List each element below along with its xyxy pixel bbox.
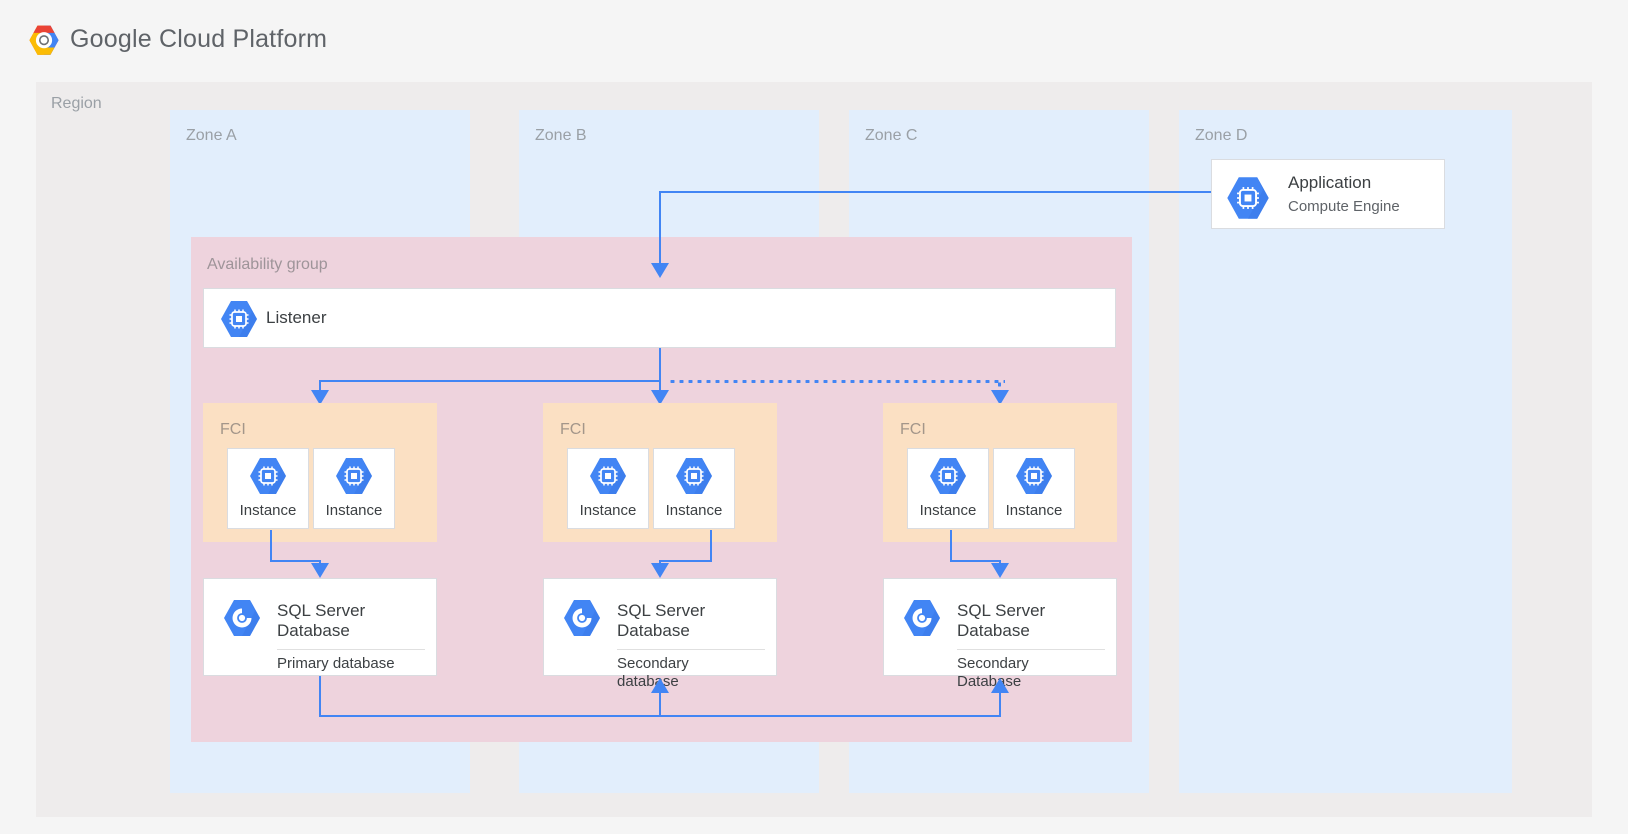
connector-fci-a-to-db-a-horizontal — [270, 560, 321, 562]
connector-listener-to-fci-c-dotted-vertical — [998, 380, 1001, 394]
instance-a1-label: Instance — [239, 502, 297, 519]
connector-db-b-up-vertical — [659, 692, 661, 717]
database-a-title-line1: SQL Server — [277, 601, 366, 620]
connector-db-b-up-arrow — [651, 678, 669, 693]
region-label: Region — [51, 95, 102, 112]
database-c-title-line1: SQL Server — [957, 601, 1046, 620]
fci-cluster-c: FCI Instance — [883, 403, 1117, 542]
connector-listener-to-fci-c-dotted-horizontal — [668, 380, 1005, 383]
application-title: Application — [1288, 173, 1372, 192]
connector-db-a-down — [319, 676, 321, 717]
connector-listener-to-fci-a-arrow — [311, 390, 329, 405]
connector-listener-to-fci-a-vertical — [319, 380, 321, 395]
connector-fci-c-to-db-c-arrow — [991, 563, 1009, 578]
page-header: Google Cloud Platform — [0, 0, 1628, 82]
instance-b1-label: Instance — [579, 502, 637, 519]
instance-card-b1[interactable]: Instance — [567, 448, 649, 529]
database-b-role-line2: database — [617, 673, 679, 690]
database-b-role-line1: Secondary — [617, 655, 689, 672]
connector-fci-c-to-db-c-vertical — [950, 530, 952, 562]
connector-app-to-listener-arrow — [651, 263, 669, 278]
fci-cluster-b: FCI Instance — [543, 403, 777, 542]
connector-listener-to-fci-c-arrow — [991, 390, 1009, 405]
instance-a2-label: Instance — [325, 502, 383, 519]
application-subtitle: Compute Engine — [1288, 198, 1400, 215]
connector-app-to-listener-vertical — [659, 191, 661, 263]
database-b-title-line2: Database — [617, 621, 690, 640]
connector-db-c-up-vertical — [999, 692, 1001, 717]
connector-db-c-up-arrow — [991, 678, 1009, 693]
instance-c2-label: Instance — [1005, 502, 1063, 519]
compute-engine-chip-icon — [221, 301, 257, 337]
database-c-divider — [957, 649, 1105, 650]
zone-d-label: Zone D — [1195, 127, 1248, 144]
instance-card-a2[interactable]: Instance — [313, 448, 395, 529]
database-b-title-line1: SQL Server — [617, 601, 706, 620]
connector-listener-to-fci-a-horizontal — [319, 380, 661, 382]
database-c-title-line2: Database — [957, 621, 1030, 640]
sql-database-icon — [904, 600, 940, 636]
connector-fci-b-to-db-b-horizontal — [659, 560, 712, 562]
fci-a-label: FCI — [220, 421, 246, 438]
compute-engine-chip-icon — [336, 458, 372, 494]
database-a-role: Primary database — [277, 655, 395, 672]
sql-database-icon — [564, 600, 600, 636]
connector-fci-c-to-db-c-horizontal — [950, 560, 1001, 562]
database-c-role-line1: Secondary — [957, 655, 1029, 672]
compute-engine-chip-icon — [1016, 458, 1052, 494]
database-a-divider — [277, 649, 425, 650]
sql-database-icon — [224, 600, 260, 636]
zone-a-label: Zone A — [186, 127, 237, 144]
availability-group-label: Availability group — [207, 256, 328, 273]
zone-c-label: Zone C — [865, 127, 918, 144]
instance-card-a1[interactable]: Instance — [227, 448, 309, 529]
connector-fci-b-to-db-b-vertical — [710, 530, 712, 562]
instance-b2-label: Instance — [665, 502, 723, 519]
compute-engine-chip-icon — [1227, 177, 1269, 219]
application-card[interactable]: Application Compute Engine — [1211, 159, 1445, 229]
connector-fci-a-to-db-a-vertical — [270, 530, 272, 562]
listener-label: Listener — [266, 308, 327, 327]
instance-card-c2[interactable]: Instance — [993, 448, 1075, 529]
connector-fci-a-to-db-a-arrow — [311, 563, 329, 578]
database-c-role-line2: Database — [957, 673, 1022, 690]
fci-cluster-a: FCI Instance — [203, 403, 437, 542]
fci-b-label: FCI — [560, 421, 586, 438]
compute-engine-chip-icon — [676, 458, 712, 494]
connector-fci-b-to-db-b-arrow — [651, 563, 669, 578]
connector-listener-to-fci-b-vertical — [659, 380, 661, 395]
connector-app-to-listener-horizontal — [659, 191, 1212, 193]
connector-listener-to-fci-b-arrow — [651, 390, 669, 405]
compute-engine-chip-icon — [930, 458, 966, 494]
database-b-divider — [617, 649, 765, 650]
brand-suffix: Cloud Platform — [151, 25, 328, 53]
brand-google: Google — [70, 25, 152, 53]
instance-card-c1[interactable]: Instance — [907, 448, 989, 529]
zone-b-label: Zone B — [535, 127, 587, 144]
connector-listener-stem — [659, 348, 661, 381]
instance-card-b2[interactable]: Instance — [653, 448, 735, 529]
compute-engine-chip-icon — [590, 458, 626, 494]
page-title: Google Cloud Platform — [70, 25, 327, 54]
instance-c1-label: Instance — [919, 502, 977, 519]
compute-engine-chip-icon — [250, 458, 286, 494]
fci-c-label: FCI — [900, 421, 926, 438]
database-a-title-line2: Database — [277, 621, 350, 640]
google-cloud-hexagon-logo-icon — [29, 25, 59, 55]
listener-card[interactable]: Listener — [203, 288, 1116, 348]
